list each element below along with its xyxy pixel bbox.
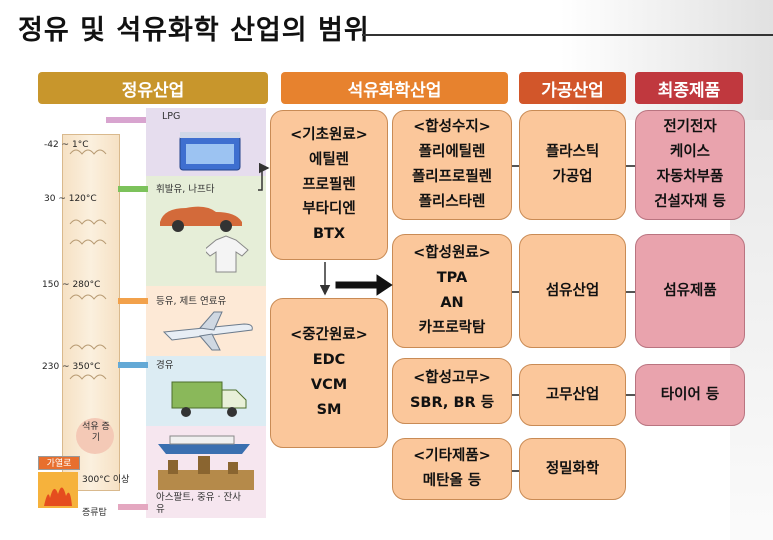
temp-1: -42 ~ 1°C (44, 140, 89, 150)
temp-3: 150 ~ 280°C (42, 280, 101, 290)
intermediate-item: VCM (310, 377, 348, 393)
intermediate-title: <중간원료> (290, 327, 368, 344)
intermediate-item: SM (316, 401, 342, 418)
rubber-item: SBR, BR 등 (409, 395, 495, 411)
plastic-line: 플라스틱 (545, 144, 600, 161)
fiber-mat-item: TPA (436, 270, 468, 287)
header-refining: 정유산업 (38, 72, 268, 104)
other-item: 메탄올 등 (422, 473, 482, 489)
temp-2: 30 ~ 120°C (44, 194, 97, 204)
basic-item: 프로필렌 (302, 176, 356, 193)
product-gasoline: 휘발유, 나프타 (156, 184, 215, 195)
basic-materials-box: <기초원료> 에틸렌 프로필렌 부타디엔 BTX (270, 110, 388, 260)
arrow-gasoline (118, 186, 148, 192)
electronics-products-box: 전기전자 케이스 자동차부품 건설자재 등 (635, 110, 745, 220)
stove-icon (179, 132, 241, 171)
car-icon (160, 206, 242, 232)
product-lpg: LPG (162, 111, 181, 122)
flame-icon (38, 472, 78, 508)
fiber-products-label: 섬유제품 (663, 282, 717, 299)
basic-item: BTX (312, 226, 346, 243)
fiber-industry-box: 섬유산업 (519, 234, 626, 348)
fiber-mat-title: <합성원료> (413, 245, 491, 262)
resin-item: 폴리에틸렌 (418, 144, 486, 161)
final-item: 자동차부품 (656, 169, 724, 185)
final-item: 케이스 (669, 144, 711, 161)
factory-icon (158, 456, 254, 490)
synthetic-resin-box: <합성수지> 폴리에틸렌 폴리프로필렌 폴리스타렌 (392, 110, 512, 220)
steam-label: 석유 증기 (82, 422, 110, 443)
header-final: 최종제품 (635, 72, 743, 104)
strip-gasoline (146, 176, 266, 286)
other-title: <기타제품> (413, 448, 491, 465)
synthetic-fiber-material-box: <합성원료> TPA AN 카프로락탐 (392, 234, 512, 348)
tire-products-box: 타이어 등 (635, 364, 745, 426)
steam-bubble (76, 418, 114, 454)
final-item: 건설자재 등 (654, 193, 726, 210)
page-title: 정유 및 석유화학 산업의 범위 (18, 15, 370, 46)
header-processing: 가공산업 (519, 72, 626, 104)
shirt-icon (206, 235, 249, 273)
rubber-industry-label: 고무산업 (545, 386, 600, 403)
fine-chemicals-label: 정밀화학 (545, 460, 600, 477)
truck-icon (171, 381, 247, 417)
intermediate-materials-box: <중간원료> EDC VCM SM (270, 298, 388, 448)
synthetic-rubber-box: <합성고무> SBR, BR 등 (392, 358, 512, 424)
fine-chemicals-box: 정밀화학 (519, 438, 626, 500)
resin-item: 폴리프로필렌 (411, 169, 493, 185)
product-kerosene: 등유, 제트 연료유 (156, 296, 227, 307)
fiber-industry-label: 섬유산업 (545, 282, 600, 299)
tire-label: 타이어 등 (660, 386, 720, 403)
product-diesel: 경유 (156, 360, 174, 371)
title-underline (362, 34, 773, 36)
connector-resin-plastic (512, 165, 519, 167)
tower-trays (69, 149, 107, 380)
basic-item: 부타디엔 (302, 201, 356, 218)
fiber-mat-item: AN (440, 295, 464, 311)
arrow-lpg (106, 117, 146, 123)
connector-rubber-final (626, 394, 635, 396)
temp-4: 230 ~ 350°C (42, 362, 101, 372)
resin-item: 폴리스타렌 (418, 193, 486, 210)
connector-plastic-final (626, 165, 635, 167)
fiber-products-box: 섬유제품 (635, 234, 745, 348)
ship-icon (158, 435, 250, 454)
fiber-mat-item: 카프로락탐 (418, 319, 486, 336)
basic-item: 에틸렌 (308, 151, 350, 168)
other-products-box: <기타제품> 메탄올 등 (392, 438, 512, 500)
plastic-processing-box: 플라스틱 가공업 (519, 110, 626, 220)
resin-title: <합성수지> (413, 119, 491, 136)
airplane-icon (162, 311, 253, 351)
connector-rubber-industry (512, 394, 519, 396)
basic-title: <기초원료> (290, 126, 368, 143)
arrow-diesel (118, 362, 148, 368)
connector-fine-chem (512, 470, 519, 472)
connector-fiber-final (626, 291, 635, 293)
tower-label: 증류탑 (82, 508, 107, 518)
arrow-residue (118, 504, 148, 510)
header-petrochem: 석유화학산업 (281, 72, 508, 104)
temp-5: 300°C 이상 (82, 475, 130, 485)
plastic-line: 가공업 (552, 169, 593, 185)
arrow-kerosene (118, 298, 148, 304)
heater-label: 가열로 (38, 456, 80, 470)
product-residue: 아스팔트, 중유 · 잔사유 (156, 492, 242, 515)
connector-fiber-industry (512, 291, 519, 293)
refinery-panel: 석유 증기 -42 ~ 1°C 30 ~ 120°C 150 ~ 280°C 2… (38, 108, 268, 518)
rubber-title: <합성고무> (413, 370, 491, 387)
rubber-industry-box: 고무산업 (519, 364, 626, 426)
intermediate-item: EDC (312, 352, 346, 369)
final-item: 전기전자 (663, 119, 717, 136)
